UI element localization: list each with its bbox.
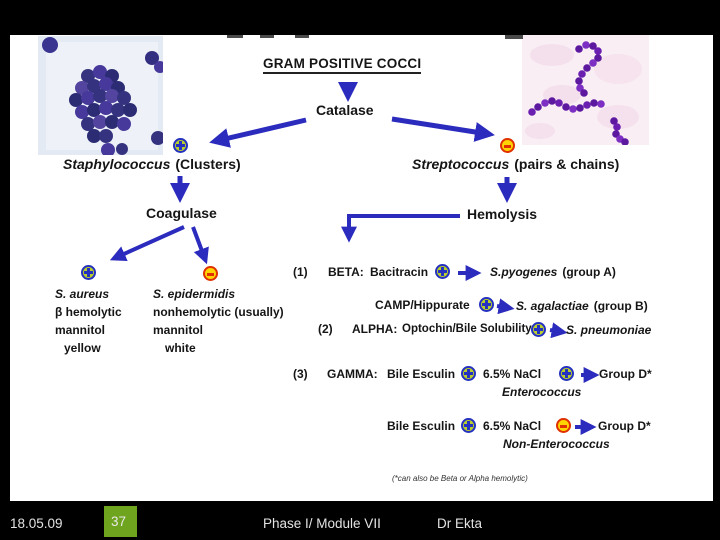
streptococcus-micrograph-image: [522, 35, 649, 145]
s-aureus-mannitol: mannitol: [55, 323, 105, 337]
slide-content-area: GRAM POSITIVE COCCI Catalase Staphylococ…: [10, 35, 713, 501]
s-epidermidis-hemolysis: nonhemolytic (usually): [153, 305, 284, 319]
species-s-pneumoniae: S. pneumoniae: [566, 323, 652, 337]
species-s-aureus: S. aureus: [55, 287, 110, 301]
node-hemolysis: Hemolysis: [467, 206, 538, 222]
row-number: (1): [293, 265, 308, 279]
arrow-hemolysis-elbow: [341, 214, 460, 243]
s-pyogenes-group: (group A): [562, 265, 616, 279]
species-s-epidermidis: S. epidermidis: [153, 287, 236, 301]
alpha-test: Optochin/Bile Solubility: [402, 323, 532, 335]
s-aureus-hemolysis: β hemolytic: [55, 305, 122, 319]
streptococcus-qualifier: (pairs & chains): [514, 156, 620, 172]
arrow-catalase-to-staph: [209, 117, 307, 148]
species-s-agalactiae: S. agalactiae: [516, 299, 589, 313]
plus-circle-icon: [531, 322, 546, 337]
minus-circle-icon: [500, 138, 515, 153]
row-number: (3): [293, 367, 308, 381]
s-aureus-mannitol-color: yellow: [64, 341, 101, 355]
gamma2-test1: Bile Esculin: [387, 419, 456, 433]
s-epidermidis-description: S. epidermidis nonhemolytic (usually) ma…: [153, 285, 284, 357]
staphylococcus-qualifier: (Clusters): [175, 156, 241, 172]
staphylococcus-micrograph-image: [38, 36, 163, 155]
cropped-text-remnant: [505, 35, 523, 39]
footnote: (*can also be Beta or Alpha hemolytic): [392, 474, 528, 483]
beta-result: S.pyogenes (group A): [490, 265, 616, 279]
beta-test: Bacitracin: [370, 265, 429, 279]
plus-circle-icon: [173, 138, 188, 153]
species-s-pyogenes: S.pyogenes: [490, 265, 558, 279]
gamma2-test2: 6.5% NaCl: [483, 419, 542, 433]
plus-circle-icon: [461, 418, 476, 433]
arrow-coagulase-to-negative: [191, 226, 209, 265]
flowchart-arrows: [109, 82, 600, 435]
slide-number-badge: 37: [104, 506, 137, 537]
genus-staphylococcus: Staphylococcus: [63, 156, 171, 172]
footer-author: Dr Ekta: [437, 516, 483, 531]
node-coagulase: Coagulase: [146, 205, 217, 221]
row-number: (2): [318, 322, 333, 336]
arrow-camp-result: [496, 298, 515, 315]
cropped-text-remnant: [227, 35, 243, 38]
plus-circle-icon: [435, 264, 450, 279]
s-agalactiae-group: (group B): [593, 299, 648, 313]
page-title: GRAM POSITIVE COCCI: [263, 56, 422, 74]
gamma1-result: Group D*: [599, 367, 652, 381]
node-streptococcus: Streptococcus(pairs & chains): [412, 156, 619, 172]
group-non-enterococcus: Non-Enterococcus: [503, 437, 610, 451]
alpha-label: ALPHA:: [352, 322, 398, 336]
footer-course: Phase I/ Module VII: [263, 516, 381, 531]
beta-label: BETA:: [328, 265, 364, 279]
plus-circle-icon: [461, 366, 476, 381]
footer-date: 18.05.09: [10, 516, 63, 531]
node-staphylococcus: Staphylococcus(Clusters): [63, 156, 241, 172]
gamma1-test2: 6.5% NaCl: [483, 367, 542, 381]
plus-circle-icon: [81, 265, 96, 280]
cropped-text-remnant: [295, 35, 309, 38]
arrow-alpha-result: [549, 322, 568, 339]
camp-test: CAMP/Hippurate: [375, 298, 470, 312]
minus-circle-icon: [556, 418, 571, 433]
group-enterococcus: Enterococcus: [502, 385, 582, 399]
node-catalase: Catalase: [316, 102, 374, 118]
arrow-coagulase-to-positive: [109, 225, 185, 262]
gamma-label: GAMMA:: [327, 367, 378, 381]
camp-result: S. agalactiae (group B): [516, 299, 648, 313]
s-epidermidis-mannitol-color: white: [165, 341, 196, 355]
s-aureus-description: S. aureus β hemolytic mannitol yellow: [55, 285, 122, 357]
plus-circle-icon: [479, 297, 494, 312]
s-epidermidis-mannitol: mannitol: [153, 323, 203, 337]
plus-circle-icon: [559, 366, 574, 381]
gamma2-result: Group D*: [598, 419, 651, 433]
arrow-catalase-to-strep: [391, 116, 495, 142]
minus-circle-icon: [203, 266, 218, 281]
genus-streptococcus: Streptococcus: [412, 156, 510, 172]
gamma1-test1: Bile Esculin: [387, 367, 456, 381]
cropped-text-remnant: [260, 35, 274, 38]
